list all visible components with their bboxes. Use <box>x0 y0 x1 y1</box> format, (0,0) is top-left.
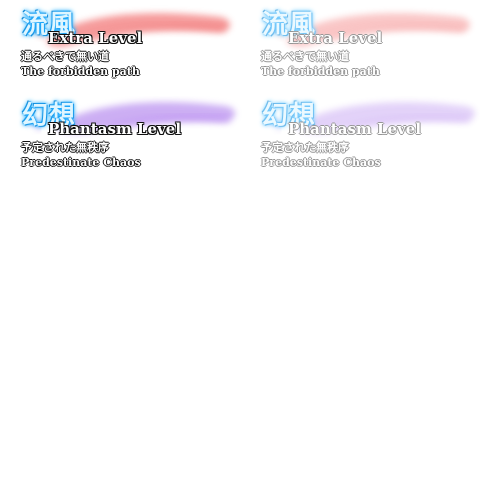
title-kanji: 幻想 <box>22 101 77 131</box>
level-name: Extra Level <box>288 29 383 47</box>
subtitle-english: Predestinate Chaos <box>261 156 381 169</box>
subtitle-japanese: 予定された無秩序 <box>261 141 349 154</box>
extra-level-card: 流風 Extra Level 通るべきで無い道 The forbidden pa… <box>20 5 250 85</box>
phantasm-level-card: 幻想 Phantasm Level 予定された無秩序 Predestinate … <box>20 96 250 176</box>
subtitle-english: The forbidden path <box>261 65 380 78</box>
title-kanji: 幻想 <box>262 101 317 131</box>
brush-stroke-red <box>268 13 471 47</box>
extra-level-card-faded: 流風 Extra Level 通るべきで無い道 The forbidden pa… <box>260 5 480 85</box>
brush-stroke-purple <box>26 102 236 134</box>
subtitle-japanese: 予定された無秩序 <box>21 141 109 154</box>
subtitle-english: Predestinate Chaos <box>21 156 141 169</box>
title-kanji: 流風 <box>262 10 317 40</box>
brush-stroke-red <box>28 13 231 47</box>
subtitle-japanese: 通るべきで無い道 <box>21 50 109 63</box>
title-kanji: 流風 <box>22 10 77 40</box>
phantasm-level-card-faded: 幻想 Phantasm Level 予定された無秩序 Predestinate … <box>260 96 480 176</box>
level-name: Phantasm Level <box>48 120 182 138</box>
brush-stroke-purple <box>266 102 476 134</box>
subtitle-japanese: 通るべきで無い道 <box>261 50 349 63</box>
level-name: Phantasm Level <box>288 120 422 138</box>
level-name: Extra Level <box>48 29 143 47</box>
subtitle-english: The forbidden path <box>21 65 140 78</box>
